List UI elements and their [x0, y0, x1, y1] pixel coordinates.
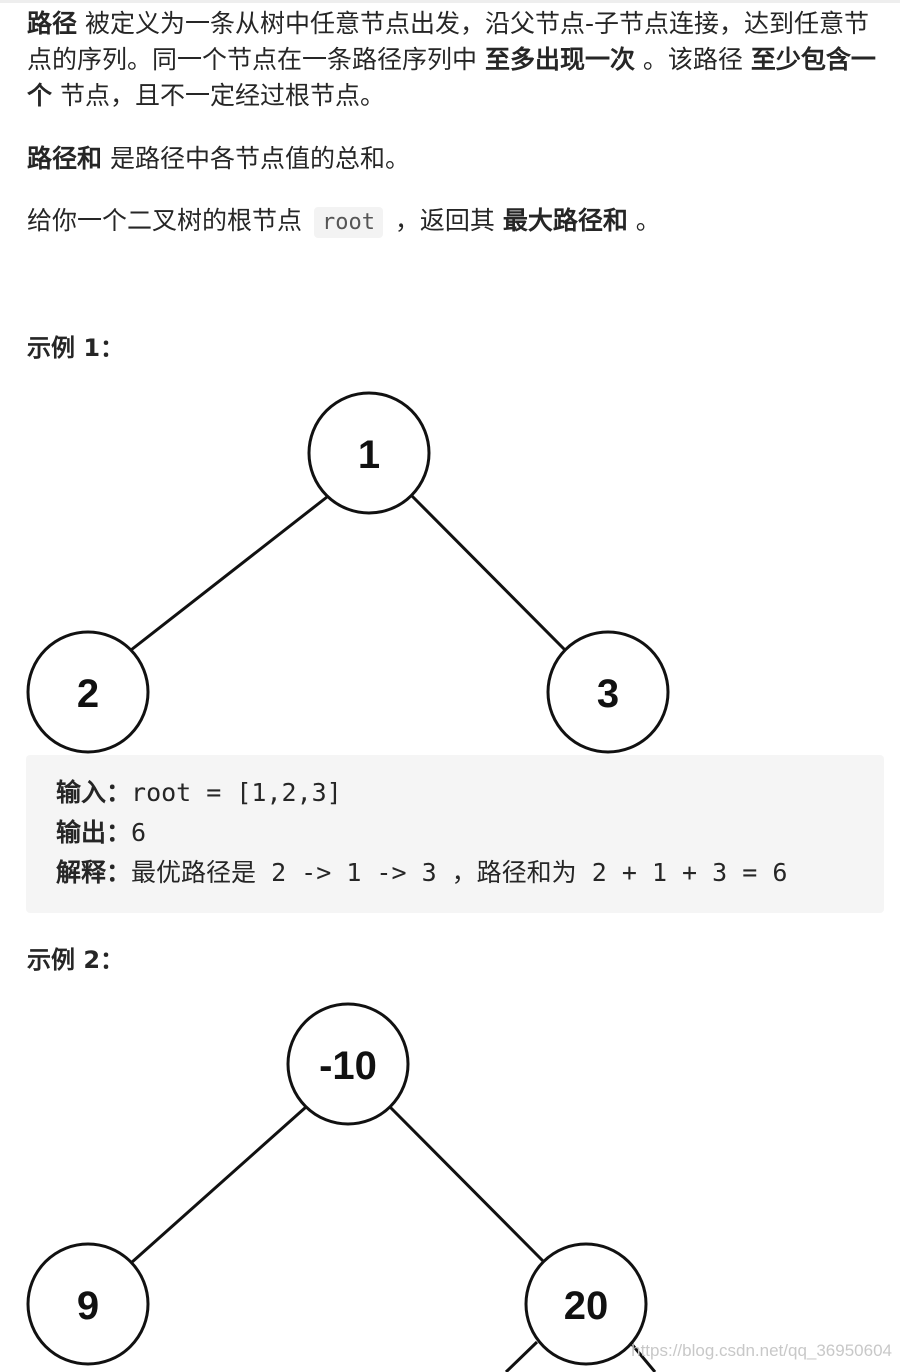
- example-2-heading: 示例 2：: [27, 946, 125, 974]
- tree-node-root: [307, 391, 431, 515]
- input-value: root = [1,2,3]: [131, 778, 342, 807]
- bold-max-path-sum: 最大路径和: [502, 206, 628, 235]
- path-sum-paragraph: 路径和 是路径中各节点值的总和。: [27, 144, 410, 173]
- tree-node-left: [26, 630, 150, 754]
- example-1-output-line: 输出：6: [56, 815, 146, 851]
- tree-node-right: [524, 1242, 648, 1366]
- example-1-tree: 1 2 3: [0, 380, 900, 755]
- term-path-sum: 路径和: [27, 144, 103, 173]
- output-label: 输出：: [56, 818, 132, 847]
- node-label-left: 9: [77, 1284, 99, 1328]
- intro-paragraph: 路径 被定义为一条从树中任意节点出发，沿父节点-子节点连接，达到任意节点的序列。…: [27, 9, 876, 110]
- node-label-left: 2: [77, 672, 99, 716]
- example-2-tree-svg: -10 9 20: [26, 1002, 657, 1372]
- example-1-tree-svg: 1 2 3: [26, 391, 670, 754]
- edge-root-right: [409, 493, 568, 653]
- explain-value: 最优路径是 2 -> 1 -> 3 ，路径和为 2 + 1 + 3 = 6: [131, 858, 788, 887]
- bold-at-most-once: 至多出现一次: [484, 45, 635, 74]
- edge-root-right: [388, 1105, 547, 1265]
- edge-root-left: [130, 495, 328, 652]
- bold-at-least-one: 至少包含一个: [27, 45, 876, 110]
- input-label: 输入：: [56, 778, 132, 807]
- edge-root-left: [130, 1105, 307, 1265]
- edge-right-right-child: [628, 1341, 657, 1372]
- node-label-root: 1: [358, 433, 380, 477]
- task-paragraph: 给你一个二叉树的根节点 root ，返回其 最大路径和 。: [27, 203, 879, 241]
- node-label-right: 20: [564, 1284, 609, 1328]
- example-1-heading: 示例 1：: [27, 334, 125, 362]
- explain-label: 解释：: [56, 858, 132, 887]
- tree-node-root: [286, 1002, 410, 1126]
- watermark: https://blog.csdn.net/qq_36950604: [631, 1341, 892, 1360]
- node-label-root: -10: [319, 1044, 377, 1088]
- tree-node-left: [26, 1242, 150, 1366]
- edge-right-left-child: [504, 1340, 539, 1372]
- node-label-right: 3: [597, 672, 619, 716]
- term-path: 路径: [27, 9, 78, 38]
- example-1-explain-line: 解释：最优路径是 2 -> 1 -> 3 ，路径和为 2 + 1 + 3 = 6: [56, 855, 787, 891]
- inline-code-root: root: [313, 207, 383, 238]
- example-1-io-box: 输入：root = [1,2,3] 输出：6 解释：最优路径是 2 -> 1 -…: [26, 755, 884, 913]
- tree-node-right: [546, 630, 670, 754]
- top-divider: [0, 0, 900, 3]
- example-2-tree: -10 9 20: [0, 990, 900, 1372]
- example-1-input-line: 输入：root = [1,2,3]: [56, 775, 342, 811]
- output-value: 6: [131, 818, 147, 847]
